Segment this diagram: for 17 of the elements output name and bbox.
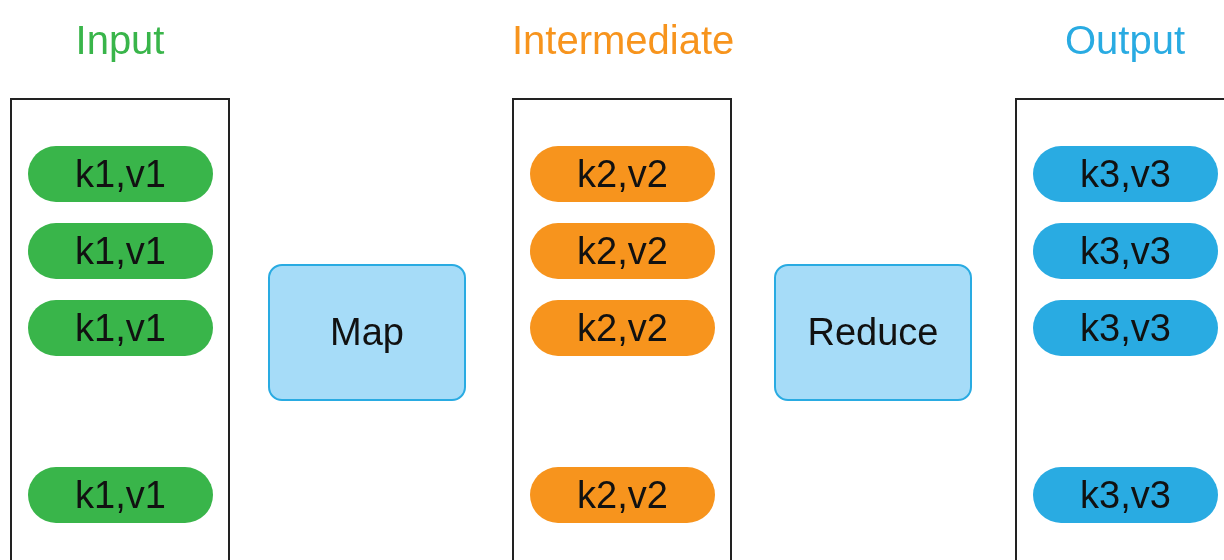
key-value-pill: k3,v3 — [1033, 223, 1218, 279]
key-value-pill: k2,v2 — [530, 300, 715, 356]
key-value-pill: k1,v1 — [28, 467, 213, 523]
key-value-pill: k2,v2 — [530, 223, 715, 279]
key-value-pill: k3,v3 — [1033, 467, 1218, 523]
key-value-pill: k3,v3 — [1033, 146, 1218, 202]
process-box: Reduce — [774, 264, 972, 401]
column-heading: Output — [1063, 17, 1187, 64]
key-value-pill: k2,v2 — [530, 146, 715, 202]
process-box: Map — [268, 264, 466, 401]
column-heading: Input — [74, 17, 166, 64]
column-heading: Intermediate — [512, 17, 732, 64]
key-value-pill: k1,v1 — [28, 300, 213, 356]
key-value-pill: k3,v3 — [1033, 300, 1218, 356]
key-value-pill: k2,v2 — [530, 467, 715, 523]
key-value-pill: k1,v1 — [28, 223, 213, 279]
key-value-pill: k1,v1 — [28, 146, 213, 202]
